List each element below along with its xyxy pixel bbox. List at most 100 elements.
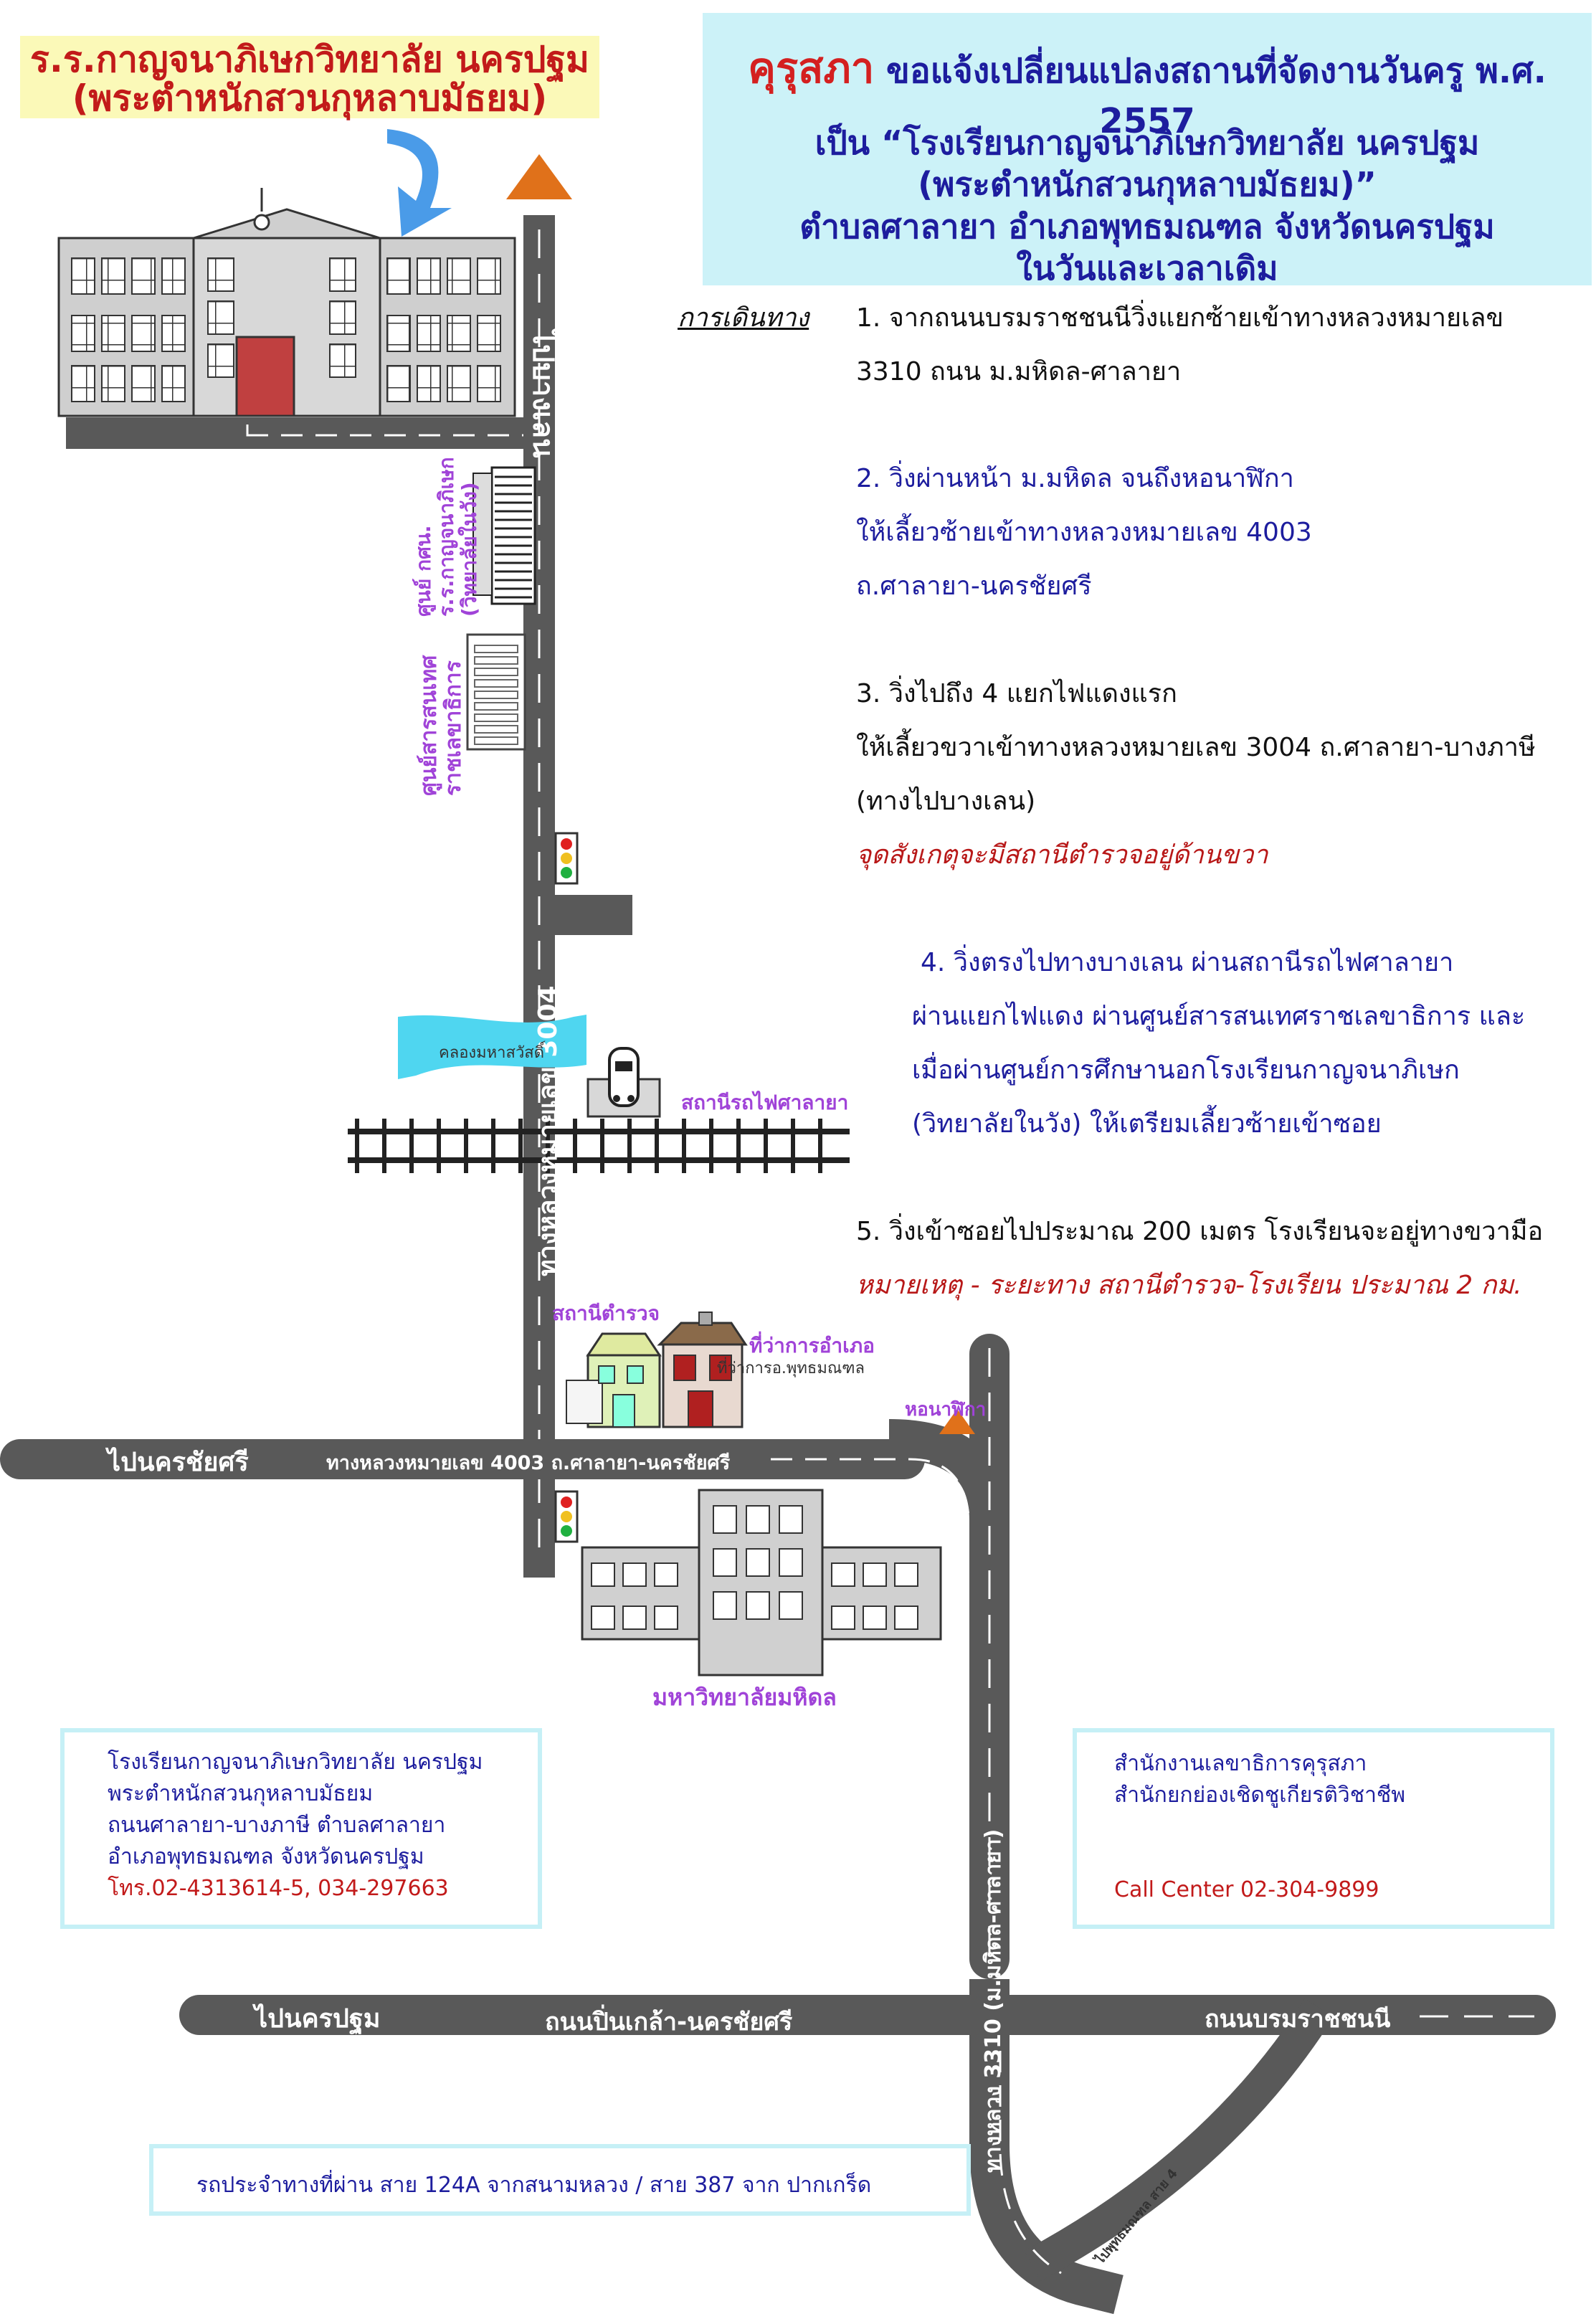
road-phutthamonthon [1024, 1998, 1334, 2282]
direction-line: 1. จากถนนบรมราชชนนีวิ่งแยกซ้ายเข้าทางหลว… [856, 303, 1504, 333]
rail-tie [546, 1119, 550, 1173]
road-pinklao [179, 1995, 1556, 2035]
traffic-light-icon [554, 1490, 579, 1543]
direction-line: 2. วิ่งผ่านหน้า ม.มหิดล จนถึงหอนาฬิกา [856, 464, 1294, 493]
announcement-box: คุรุสภา ขอแจ้งเปลี่ยนแปลงสถานที่จัดงานวั… [703, 13, 1592, 288]
directions-heading: การเดินทาง [678, 303, 809, 333]
announcement-headline: คุรุสภา ขอแจ้งเปลี่ยนแปลงสถานที่จัดงานวั… [703, 34, 1592, 141]
label-train-station: สถานีรถไฟศาลายา [681, 1091, 849, 1114]
window [161, 257, 186, 295]
train-station-icon [586, 1047, 661, 1118]
label-road-3310: ทางหลวง 3310 (ม.มหิดล-ศาลายา) [981, 1829, 1006, 2173]
direction-line: 4. วิ่งตรงไปทางบางเลน ผ่านสถานีรถไฟศาลาย… [921, 948, 1454, 977]
floor-line [474, 713, 518, 722]
north-arrow-icon [506, 154, 572, 199]
rail-tie [764, 1119, 768, 1173]
label-mahidol: มหาวิทยาลัยมหิดล [652, 1684, 837, 1711]
direction-line: เมื่อผ่านศูนย์การศึกษานอกโรงเรียนกาญจนาภ… [912, 1056, 1460, 1085]
label-road-borom: ถนนบรมราชชนนี [1205, 2005, 1391, 2034]
window [591, 1606, 615, 1630]
window [779, 1591, 803, 1620]
window [831, 1606, 855, 1630]
window [713, 1591, 737, 1620]
window [713, 1548, 737, 1577]
window [591, 1562, 615, 1587]
floor-line [474, 736, 518, 745]
road-school-spur [66, 417, 539, 449]
rail-tie [491, 1119, 495, 1173]
railway-track [348, 1129, 850, 1163]
label-nfe-center: ศูนย์ กศน. ร.ร.กาญจนาภิเษก (วิทยาลัยในวั… [412, 457, 481, 617]
window [71, 365, 95, 402]
label-line: (วิทยาลัยในวัง) [457, 482, 481, 617]
window [477, 257, 501, 295]
floor-line [474, 725, 518, 734]
school-address-box: โรงเรียนกาญจนาภิเษกวิทยาลัย นครปฐม พระตำ… [60, 1728, 542, 1929]
window [447, 257, 471, 295]
road-side-stub [555, 895, 632, 935]
rail-tie [791, 1119, 795, 1173]
direction-remark: หมายเหตุ - ระยะทาง สถานีตำรวจ-โรงเรียน ป… [856, 1271, 1522, 1300]
window [746, 1591, 770, 1620]
school-phone: โทร.02-4313614-5, 034-297663 [108, 1876, 449, 1901]
address-line: โรงเรียนกาญจนาภิเษกวิทยาลัย นครปฐม [108, 1750, 483, 1775]
label-line: ศูนย์ กศน. [412, 525, 435, 617]
label-road-3004: ทางหลวงหมายเลข 3004 [533, 985, 563, 1276]
window [329, 343, 356, 378]
window [654, 1562, 678, 1587]
direction-step-4: 4. วิ่งตรงไปทางบางเลน ผ่านสถานีรถไฟศาลาย… [912, 936, 1525, 1151]
traffic-light-icon [554, 832, 579, 885]
clock-tower-icon [939, 1409, 975, 1434]
floor-line [474, 668, 518, 676]
rail-tie [437, 1119, 441, 1173]
floor-line [474, 645, 518, 653]
rail-tie [682, 1119, 686, 1173]
window [161, 365, 186, 402]
call-center: Call Center 02-304-9899 [1114, 1877, 1379, 1902]
police-station-icon [566, 1332, 662, 1428]
school-building-icon [57, 188, 516, 417]
rail-tie [409, 1119, 414, 1173]
office-line: สำนักยกย่องเชิดชูเกียรติวิชาชีพ [1114, 1783, 1406, 1808]
window [894, 1606, 918, 1630]
window [71, 315, 95, 352]
road-3310-upper [969, 1334, 1010, 1979]
address-line: ถนนศาลายา-บางภาษี ตำบลศาลายา [108, 1813, 446, 1838]
announcement-line: (พระตำหนักสวนกุหลาบมัธยม)” [918, 165, 1377, 204]
label-police-station: สถานีตำรวจ [552, 1301, 660, 1325]
direction-line: 5. วิ่งเข้าซอยไปประมาณ 200 เมตร โรงเรียน… [856, 1217, 1544, 1246]
direction-line: ให้เลี้ยวซ้ายเข้าทางหลวงหมายเลข 4003 [856, 518, 1312, 547]
window [329, 257, 356, 292]
direction-line: ให้เลี้ยวขวาเข้าทางหลวงหมายเลข 3004 ถ.ศา… [856, 733, 1536, 762]
direction-note: จุดสังเกตุจะมีสถานีตำรวจอยู่ด้านขวา [856, 840, 1268, 870]
window [417, 315, 441, 352]
rail-tie [355, 1119, 359, 1173]
district-office-icon [657, 1312, 748, 1428]
bus-routes-text: รถประจำทางที่ผ่าน สาย 124A จากสนามหลวง /… [196, 2173, 872, 2198]
direction-step-1: 1. จากถนนบรมราชชนนีวิ่งแยกซ้ายเข้าทางหลว… [856, 291, 1504, 399]
window [131, 257, 156, 295]
rail-tie [655, 1119, 659, 1173]
window [622, 1606, 647, 1630]
rail-tie [627, 1119, 632, 1173]
label-to-nakhonchaisi: ไปนครชัยศรี [108, 1448, 249, 1477]
label-to-nakhonpathom: ไปนครปฐม [255, 2004, 381, 2034]
window [713, 1505, 737, 1534]
rail-tie [518, 1119, 523, 1173]
direction-line: (ทางไปบางเลน) [856, 787, 1036, 816]
school-title: ร.ร.กาญจนาภิเษกวิทยาลัย นครปฐม (พระตำหนั… [20, 36, 599, 118]
label-district-office-sign: ที่ว่าการอ.พุทธมณฑล [717, 1360, 865, 1377]
window [447, 315, 471, 352]
rail-tie [709, 1119, 713, 1173]
window [417, 365, 441, 402]
floor-line [474, 691, 518, 699]
window [131, 365, 156, 402]
label-info-center: ศูนย์สารสนเทศ ราชเลขาธิการ [417, 655, 466, 796]
window [386, 365, 411, 402]
bus-routes-box: รถประจำทางที่ผ่าน สาย 124A จากสนามหลวง /… [149, 2144, 971, 2216]
announcement-line: ตำบลศาลายา อำเภอพุทธมณฑล จังหวัดนครปฐม [799, 207, 1495, 246]
window [622, 1562, 647, 1587]
announcement-line: ในวันและเวลาเดิม [1016, 249, 1278, 288]
floor-line [474, 702, 518, 711]
window [71, 257, 95, 295]
